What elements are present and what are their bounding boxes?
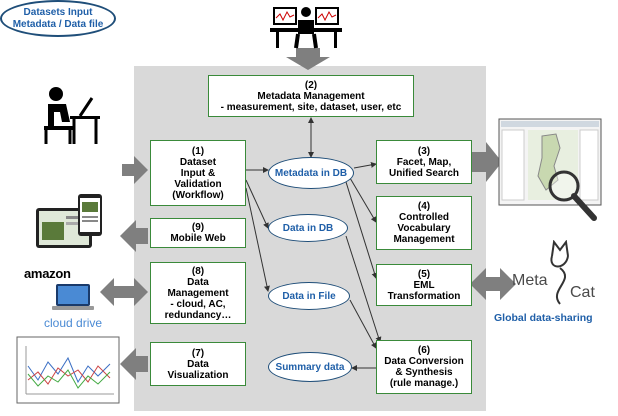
box-metadata-management: (2) Metadata Management - measurement, s… <box>208 75 414 117</box>
input-line: Metadata / Data file <box>12 18 104 30</box>
box-data-conversion: (6) Data Conversion & Synthesis (rule ma… <box>376 340 472 394</box>
box-number: (7) <box>191 347 205 359</box>
arrow-mobile <box>120 220 148 252</box>
box-subtitle: - measurement, site, dataset, user, etc <box>220 101 402 113</box>
ellipse-label: Metadata in DB <box>274 167 348 179</box>
box-line: Dataset <box>179 156 217 168</box>
ellipse-data-in-db: Data in DB <box>268 214 348 242</box>
person-laptop-icon <box>44 87 100 144</box>
box-line: Input & <box>180 167 216 179</box>
box-facet-search: (3) Facet, Map, Unified Search <box>376 140 472 184</box>
mobile-devices-icon <box>36 194 102 248</box>
box-data-management: (8) Data Management - cloud, AC, redunda… <box>150 262 246 324</box>
box-line: Facet, Map, <box>396 156 452 168</box>
box-number: (9) <box>191 222 205 233</box>
ellipse-metadata-in-db: Metadata in DB <box>268 157 354 189</box>
metacat-cat-icon <box>550 240 569 305</box>
box-line: Data Conversion <box>384 356 464 367</box>
ellipse-label: Summary data <box>275 361 345 373</box>
laptop-icon <box>52 284 94 310</box>
box-number: (5) <box>417 268 431 280</box>
box-line: - cloud, AC, <box>170 298 226 310</box>
cloud-drive-text: cloud drive <box>44 316 103 330</box>
arrow-down-top <box>286 48 330 70</box>
box-line: (Workflow) <box>172 189 224 201</box>
ellipse-summary-data: Summary data <box>268 352 352 382</box>
box-number: (2) <box>304 79 318 91</box>
box-number: (8) <box>191 265 205 277</box>
box-line: redundancy… <box>164 309 232 321</box>
box-line: Vocabulary <box>397 223 451 234</box>
box-eml-transformation: (5) EML Transformation <box>376 264 472 306</box>
ellipse-data-in-file: Data in File <box>268 282 350 310</box>
box-line: Management <box>393 234 455 245</box>
box-line: Data <box>187 276 209 288</box>
box-line: Visualization <box>167 369 229 381</box>
map-search-screenshot-icon <box>498 118 602 221</box>
operator-monitors-icon <box>270 7 342 49</box>
global-data-sharing-text: Global data-sharing <box>494 312 593 324</box>
box-line: Unified Search <box>388 167 460 179</box>
box-mobile-web: (9) Mobile Web <box>150 218 246 248</box>
metacat-cat-text: Cat <box>570 284 595 301</box>
box-line: Controlled <box>399 212 449 223</box>
arrow-search <box>472 142 502 182</box>
arrow-cloud <box>100 278 148 306</box>
box-controlled-vocabulary: (4) Controlled Vocabulary Management <box>376 196 472 250</box>
box-line: EML <box>413 279 435 291</box>
box-line: Management <box>167 287 229 299</box>
box-number: (4) <box>417 201 431 212</box>
datasets-input-ellipse: Datasets Input Metadata / Data file <box>0 0 116 37</box>
arrow-input <box>122 156 148 184</box>
box-line: Validation <box>174 178 222 190</box>
box-number: (3) <box>417 145 431 157</box>
visualization-thumbnail-icon <box>16 336 120 404</box>
arrow-viz <box>120 348 148 380</box>
ellipse-label: Data in DB <box>282 222 334 234</box>
box-title: Metadata Management <box>257 90 365 102</box>
box-line: & Synthesis <box>395 367 453 378</box>
input-line: Datasets Input <box>23 6 93 18</box>
box-line: Data <box>187 358 209 370</box>
arrow-metacat <box>470 268 516 300</box>
box-line: Mobile Web <box>170 233 226 244</box>
box-line: Transformation <box>387 290 461 302</box>
box-data-visualization: (7) Data Visualization <box>150 342 246 386</box>
box-number: (6) <box>417 345 431 356</box>
amazon-logo-text: amazon <box>24 266 71 281</box>
box-number: (1) <box>191 145 205 157</box>
box-dataset-input: (1) Dataset Input & Validation (Workflow… <box>150 140 246 206</box>
metacat-meta-text: Meta <box>512 272 548 289</box>
box-line: (rule manage.) <box>389 378 459 389</box>
ellipse-label: Data in File <box>282 290 336 302</box>
